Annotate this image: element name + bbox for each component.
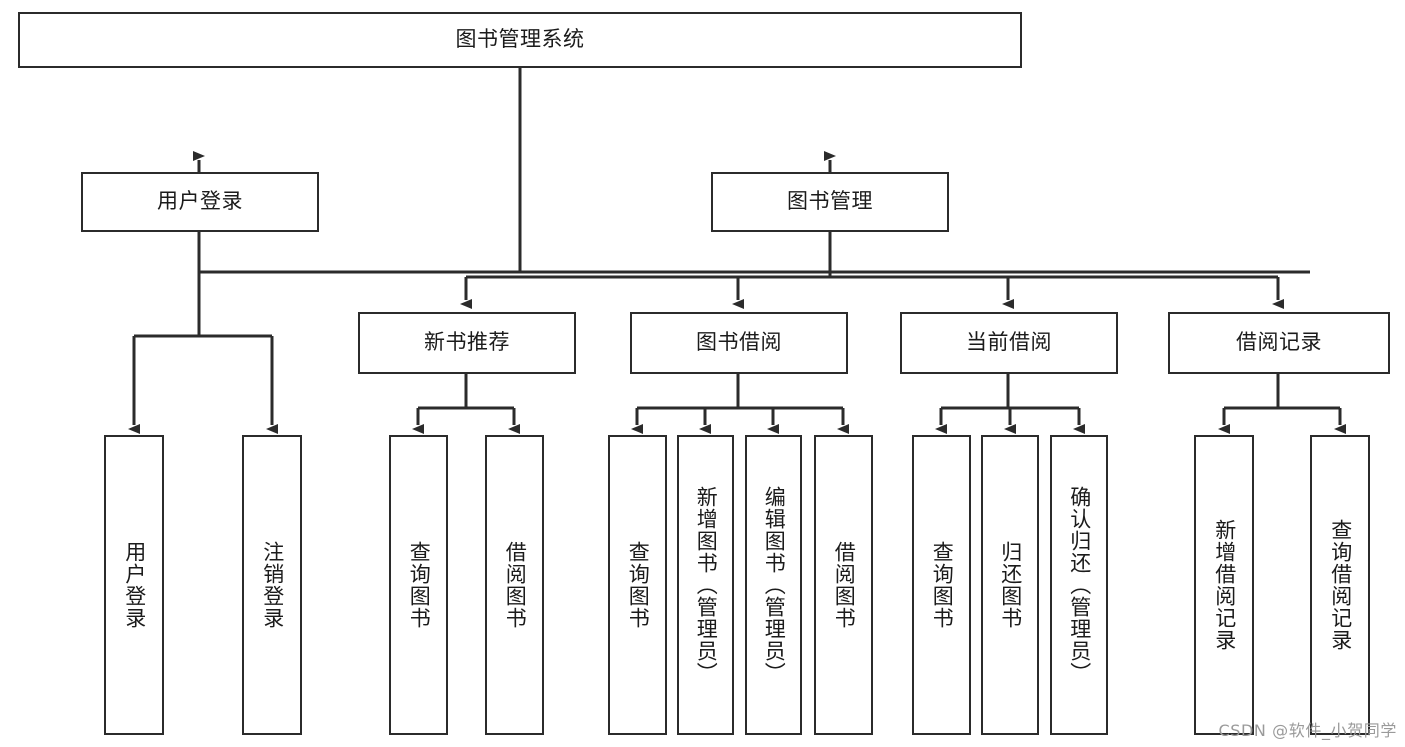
leaf-borrow-book-1[interactable]: 借阅图书 — [485, 435, 544, 735]
node-label: 图书管理系统 — [455, 27, 585, 52]
node-book-manage[interactable]: 图书管理 — [711, 172, 949, 232]
node-borrow-record[interactable]: 借阅记录 — [1168, 312, 1390, 374]
leaf-user-login[interactable]: 用户登录 — [104, 435, 164, 735]
node-label: 用户登录 — [157, 189, 243, 214]
node-label: 编辑图书（管理员） — [762, 486, 787, 684]
node-label: 注销登录 — [260, 541, 285, 629]
node-user-login[interactable]: 用户登录 — [81, 172, 319, 232]
leaf-confirm-return[interactable]: 确认归还（管理员） — [1050, 435, 1108, 735]
node-label: 当前借阅 — [966, 330, 1052, 355]
node-label: 用户登录 — [122, 541, 147, 629]
leaf-query-book-2[interactable]: 查询图书 — [608, 435, 667, 735]
node-new-book-recommend[interactable]: 新书推荐 — [358, 312, 576, 374]
node-label: 借阅图书 — [503, 541, 528, 629]
node-label: 图书管理 — [787, 189, 873, 214]
leaf-edit-book[interactable]: 编辑图书（管理员） — [745, 435, 802, 735]
leaf-add-book[interactable]: 新增图书（管理员） — [677, 435, 734, 735]
node-label: 查询图书 — [407, 541, 432, 629]
leaf-add-record[interactable]: 新增借阅记录 — [1194, 435, 1254, 735]
node-label: 查询图书 — [626, 541, 651, 629]
node-label: 借阅图书 — [832, 541, 857, 629]
node-label: 借阅记录 — [1236, 330, 1322, 355]
node-label: 归还图书 — [998, 541, 1023, 629]
node-label: 新增借阅记录 — [1212, 519, 1237, 651]
leaf-borrow-book-2[interactable]: 借阅图书 — [814, 435, 873, 735]
leaf-logout[interactable]: 注销登录 — [242, 435, 302, 735]
leaf-query-record[interactable]: 查询借阅记录 — [1310, 435, 1370, 735]
node-label: 图书借阅 — [696, 330, 782, 355]
leaf-query-book-3[interactable]: 查询图书 — [912, 435, 971, 735]
node-label: 新增图书（管理员） — [694, 486, 719, 684]
leaf-query-book-1[interactable]: 查询图书 — [389, 435, 448, 735]
node-label: 查询图书 — [930, 541, 955, 629]
node-book-borrow[interactable]: 图书借阅 — [630, 312, 848, 374]
node-label: 查询借阅记录 — [1328, 519, 1353, 651]
node-book-management-system[interactable]: 图书管理系统 — [18, 12, 1022, 68]
node-label: 确认归还（管理员） — [1067, 486, 1092, 684]
leaf-return-book[interactable]: 归还图书 — [981, 435, 1039, 735]
node-label: 新书推荐 — [424, 330, 510, 355]
node-current-borrow[interactable]: 当前借阅 — [900, 312, 1118, 374]
